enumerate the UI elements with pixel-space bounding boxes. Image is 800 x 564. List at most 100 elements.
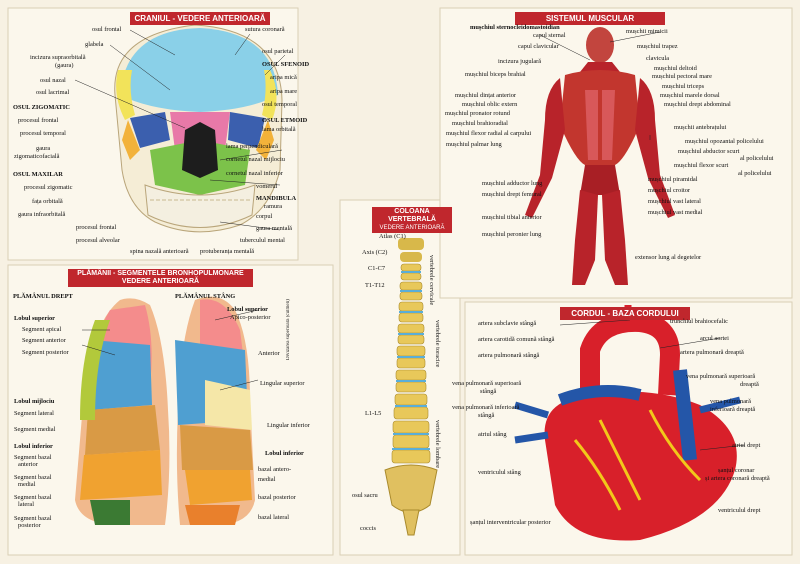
- muscle-label: mușchiul croitor: [648, 187, 691, 194]
- skull-label: cornetul nazal inferior: [226, 170, 283, 177]
- spine-label: C1-C7: [368, 265, 386, 272]
- lung-label: lateral: [18, 501, 34, 508]
- skull-label: ramura: [264, 203, 283, 210]
- muscle-label: extensor lung al degetelor: [635, 254, 702, 261]
- muscle-label: mușchiul adductor lung: [482, 180, 543, 187]
- lung-label: Lingular inferior: [267, 422, 310, 429]
- skull-label: procesul frontal: [18, 117, 59, 124]
- skull-label: cornetul nazal mijlociu: [226, 156, 285, 163]
- muscle-label: mușchiul oblic extern: [462, 101, 518, 108]
- skull-label: OSUL ETMOID: [262, 117, 308, 124]
- muscle-label: incizura jugulară: [498, 58, 542, 65]
- heart-label: ventriculul stâng: [478, 469, 521, 476]
- skull-label: procesul zigomatic: [24, 184, 73, 191]
- skull-label: osul frontal: [92, 26, 122, 33]
- muscle-label: mușchiul piramidal: [648, 176, 698, 183]
- skull-label: osul nazal: [40, 77, 66, 84]
- skull-label: gaura: [36, 145, 51, 152]
- lungs-title-line2: VEDERE ANTERIOARĂ: [121, 278, 200, 285]
- lung-label: bazal antero-: [258, 466, 292, 473]
- leader-lines: [74, 29, 746, 451]
- lungs-illustration: [75, 296, 255, 525]
- muscle-label: mușchii mimicii: [626, 28, 668, 35]
- heart-label: vena pulmonară: [710, 398, 751, 405]
- skull-label: fața orbitală: [32, 198, 63, 205]
- spine-label: Axis (C2): [362, 249, 388, 256]
- muscle-label: mușchiul deltoid: [654, 65, 697, 72]
- lung-label: Segment posterior: [22, 349, 69, 356]
- muscle-label: mușchiul vast lateral: [648, 198, 701, 205]
- spine-label: L1-L5: [365, 410, 382, 417]
- spine-label: T1-T12: [365, 282, 385, 289]
- lung-label: Lobul superior: [227, 306, 269, 313]
- muscle-label: mușchiul palmar lung: [446, 141, 502, 148]
- spine-vertical-label: vertebrele cervicale: [428, 255, 435, 306]
- muscle-label: mușchiul tibial anterior: [482, 214, 542, 221]
- heart-label: dreaptă: [740, 381, 759, 388]
- skull-label: MANDIBULA: [256, 195, 297, 202]
- lung-label: Segment bazal: [14, 474, 52, 481]
- muscle-label: clavicula: [646, 55, 670, 62]
- spine-vertical-label: vertebrele lombare: [434, 420, 441, 469]
- lungs-title: PLĂMÂNII - SEGMENTELE BRONHOPULMONARE VE…: [68, 269, 253, 287]
- lung-label: Anterior: [258, 350, 280, 357]
- heart-label: atriul stâng: [478, 431, 507, 438]
- muscle-label: mușchiul pectoral mare: [652, 73, 712, 80]
- muscle-label: mușchiul marele dorsal: [660, 92, 720, 99]
- lung-label: anterior: [18, 461, 38, 468]
- heart-label: artera pulmonară dreaptă: [680, 349, 744, 356]
- spine-title-line1: COLOANA VERTEBRALĂ: [388, 208, 436, 223]
- lung-label: Segment bazal: [14, 494, 52, 501]
- skull-label: zigomaticofacială: [14, 153, 60, 160]
- lung-label: Segment medial: [14, 426, 56, 433]
- muscle-figure: [525, 27, 675, 285]
- heart-label: artera carotidă comună stângă: [478, 336, 555, 343]
- heart-label: ventriculul drept: [718, 507, 761, 514]
- muscle-label: al policelului: [740, 155, 774, 162]
- skull-label: sutura coronară: [245, 26, 285, 33]
- left-lung-heading: PLĂMÂNUL STÂNG: [175, 293, 236, 300]
- spine-label: Atlas (C1): [379, 233, 406, 240]
- lung-label: Segment bazal: [14, 454, 52, 461]
- skull-label: osul lacrimal: [36, 89, 70, 96]
- skull-label: procesul alveolar: [76, 237, 120, 244]
- heart-label: artera subclavie stângă: [478, 320, 537, 327]
- muscle-label: mușchiul vast medial: [648, 209, 703, 216]
- lung-vertical-note: Divizarea superioară (culmen): [286, 299, 291, 360]
- heart-label: șanțul coronar: [718, 467, 755, 474]
- skull-label: OSUL ZIGOMATIC: [13, 104, 70, 111]
- spine-label: osul sacru: [352, 492, 378, 499]
- muscle-label: mușchiul peronier lung: [482, 231, 542, 238]
- muscle-label: mușchiul trapez: [637, 43, 678, 50]
- lung-label: medial: [258, 476, 276, 483]
- muscle-label: mușchiul sternocleidomastoidian: [470, 24, 560, 31]
- skull-title: CRANIUL - VEDERE ANTERIOARĂ: [130, 12, 270, 25]
- lung-label: medial: [18, 481, 36, 488]
- spine-vertical-label: vertebrele toracice: [434, 320, 441, 368]
- heart-label: stângă: [480, 388, 497, 395]
- lungs-panel: [7, 264, 334, 556]
- heart-label: șanțul interventricular posterior: [470, 519, 551, 526]
- skull-label: protuberanța mentală: [200, 248, 255, 255]
- lung-label: Segment bazal: [14, 515, 52, 522]
- skull-label: OSUL MAXILAR: [13, 171, 63, 178]
- heart-label: vena pulmonară inferioară: [452, 404, 520, 411]
- muscle-label: mușchiul pronator rotund: [445, 110, 510, 117]
- skull-label: tuberculul mental: [240, 237, 285, 244]
- lung-label: Lobul mijlociu: [14, 398, 55, 405]
- lung-label: Segment anterior: [22, 337, 66, 344]
- muscle-label: mușchiul drept abdominal: [664, 101, 731, 108]
- muscle-label: mușchiul opozantal policelului: [685, 138, 764, 145]
- lung-label: Apico-posterior: [230, 314, 271, 321]
- skull-label: procesul frontal: [76, 224, 117, 231]
- skull-label: osul temporal: [262, 101, 297, 108]
- skull-label: gaura infraorbitală: [18, 211, 66, 218]
- skull-label: glabela: [85, 41, 104, 48]
- muscle-label: mușchiul flexor radial al carpului: [446, 130, 532, 137]
- skull-label: lama perpendiculară: [226, 143, 278, 150]
- lung-label: bazal lateral: [258, 514, 290, 521]
- muscle-label: mușchiul abductor scurt: [678, 148, 740, 155]
- skull-label: aripa mică: [270, 74, 297, 81]
- muscle-label: capul clavicular: [518, 43, 559, 50]
